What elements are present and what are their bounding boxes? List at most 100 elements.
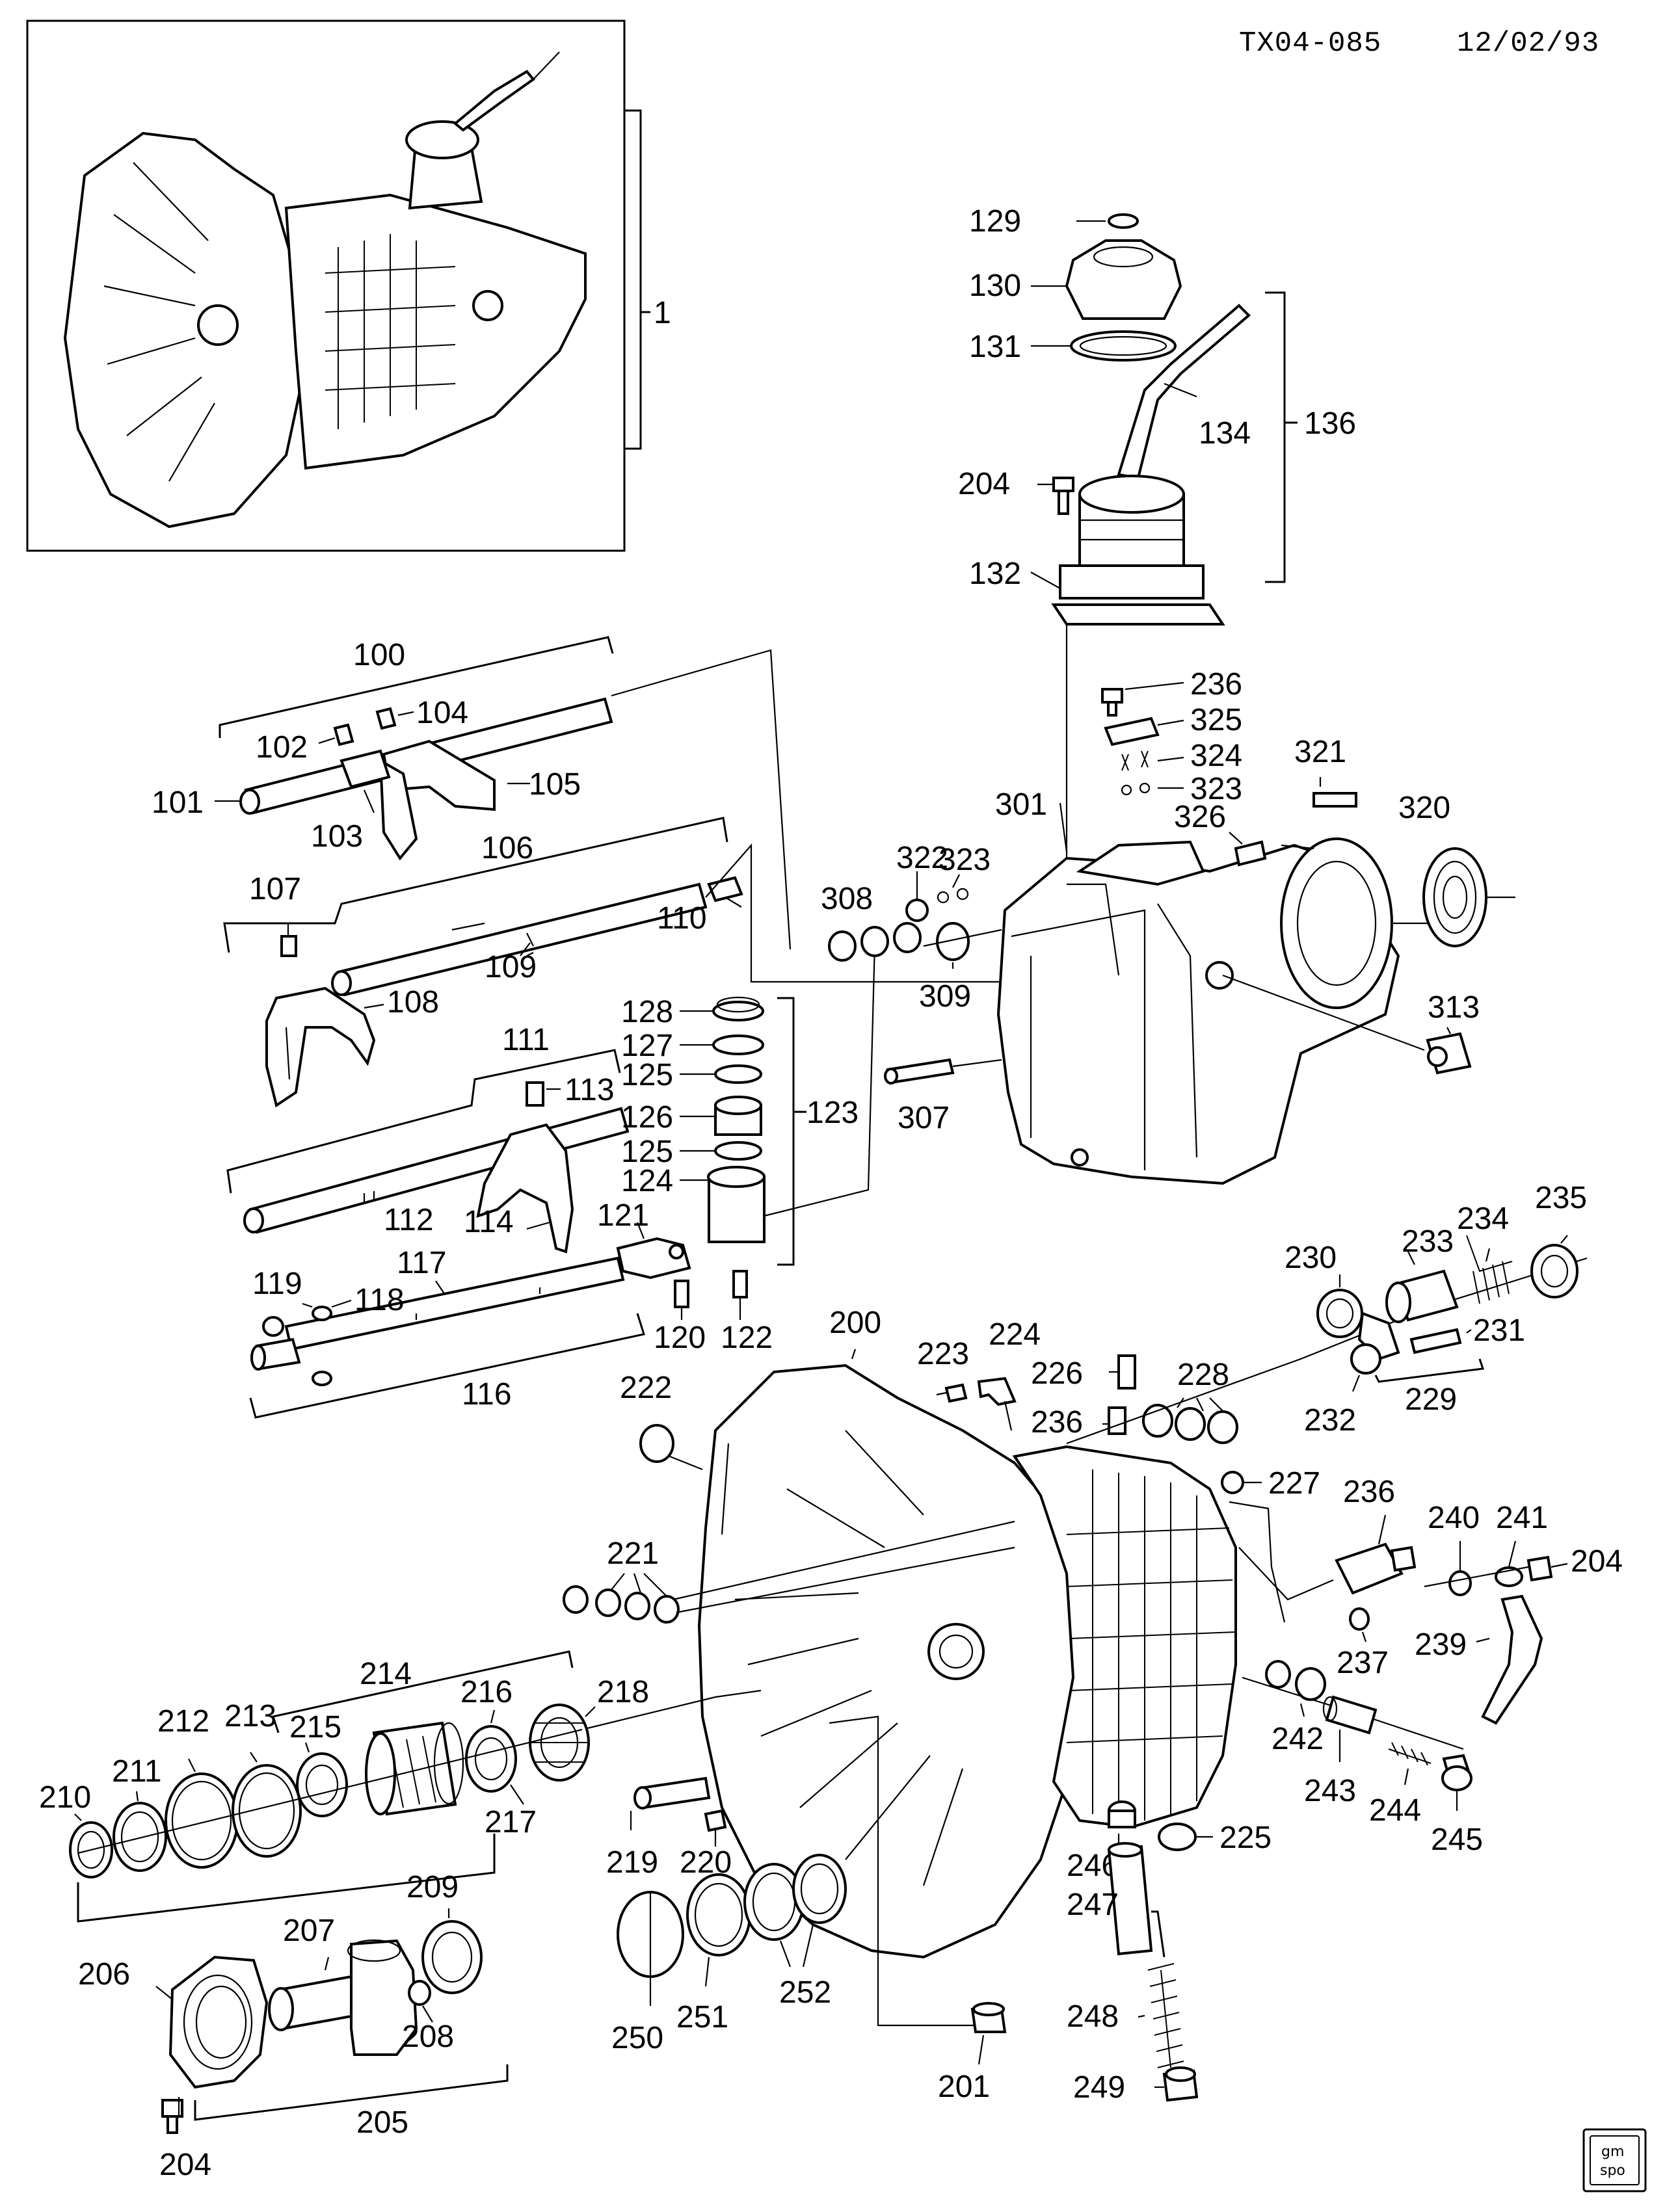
shift-tower-group: 129 130 131 134 132 204 136 — [958, 204, 1356, 858]
logo-line-1: gm — [1601, 2144, 1624, 2160]
callout-307: 307 — [898, 1101, 950, 1135]
callout-208: 208 — [402, 2020, 454, 2054]
callout-308: 308 — [821, 882, 873, 916]
callout-234: 234 — [1457, 1202, 1509, 1236]
callout-117: 117 — [397, 1246, 447, 1280]
callout-124: 124 — [621, 1164, 673, 1198]
callout-320: 320 — [1398, 791, 1450, 825]
callout-225: 225 — [1219, 1821, 1272, 1855]
callout-110: 110 — [657, 901, 707, 936]
callout-309: 309 — [919, 979, 971, 1014]
callout-251: 251 — [676, 2000, 728, 2034]
clutch-housing-200-group: 200 221 222 223 224 226 236 228 — [563, 1306, 1320, 2104]
callout-323b: 323 — [1190, 772, 1242, 806]
callout-222: 222 — [620, 1371, 672, 1405]
callout-104: 104 — [416, 696, 468, 730]
callout-102: 102 — [256, 730, 308, 765]
callout-236a: 236 — [1190, 667, 1242, 702]
callout-219: 219 — [606, 1845, 658, 1880]
callout-209: 209 — [406, 1870, 459, 1904]
callout-125a: 125 — [621, 1058, 673, 1092]
shift-rail-111-group: 111 112 114 113 — [226, 1023, 630, 1254]
callout-244: 244 — [1369, 1793, 1421, 1828]
callout-245: 245 — [1431, 1823, 1483, 1857]
callout-227: 227 — [1268, 1466, 1320, 1501]
callout-116: 116 — [462, 1377, 512, 1412]
callout-221: 221 — [607, 1536, 659, 1571]
main-case-301-group: 301 320 321 326 313 307 308 309 — [821, 667, 1515, 1185]
callout-205: 205 — [356, 2105, 408, 2140]
callout-301: 301 — [995, 787, 1047, 822]
shift-mechanism-229-group: 230 233 234 235 232 231 229 — [1066, 1181, 1588, 1445]
callout-326: 326 — [1174, 800, 1226, 834]
callout-223: 223 — [917, 1337, 969, 1371]
callout-113: 113 — [565, 1073, 615, 1107]
callout-120: 120 — [654, 1321, 706, 1355]
callout-118: 118 — [354, 1283, 405, 1317]
retainer-205-group: 206 207 208 209 205 204 — [77, 1834, 509, 2182]
callout-206: 206 — [78, 1957, 130, 1992]
callout-123: 123 — [806, 1096, 859, 1130]
callout-231: 231 — [1473, 1313, 1525, 1348]
callout-119: 119 — [252, 1267, 302, 1301]
shift-rail-116-group: 117 118 119 121 120 116 — [249, 1198, 706, 1419]
callout-106: 106 — [481, 831, 533, 865]
callout-211: 211 — [112, 1754, 162, 1789]
callout-252: 252 — [779, 1975, 831, 2010]
callout-247: 247 — [1067, 1888, 1119, 1922]
callout-237: 237 — [1337, 1646, 1389, 1680]
callout-136: 136 — [1304, 406, 1356, 441]
callout-242: 242 — [1272, 1722, 1324, 1756]
shift-rail-100-group: 100 101 105 103 102 104 — [152, 636, 792, 950]
callout-215: 215 — [289, 1710, 341, 1745]
callout-218: 218 — [597, 1675, 649, 1709]
callout-122: 122 — [721, 1321, 773, 1355]
callout-207: 207 — [283, 1914, 335, 1948]
callout-109: 109 — [485, 950, 537, 984]
callout-216: 216 — [460, 1675, 513, 1709]
callout-224: 224 — [989, 1317, 1041, 1352]
callout-230: 230 — [1285, 1241, 1337, 1275]
callout-235: 235 — [1535, 1181, 1587, 1215]
gm-spo-logo: gm spo — [1582, 2128, 1647, 2192]
callout-131: 131 — [969, 330, 1021, 364]
callout-112: 112 — [384, 1203, 434, 1237]
callout-204c: 204 — [1571, 1544, 1623, 1579]
callout-107: 107 — [249, 872, 301, 906]
callout-121: 121 — [597, 1198, 649, 1233]
shift-rail-106-group: 106 109 110 108 107 — [223, 817, 1022, 1108]
callout-127: 127 — [621, 1029, 673, 1063]
callout-132: 132 — [969, 557, 1021, 591]
callout-228: 228 — [1177, 1358, 1229, 1392]
callout-243: 243 — [1304, 1774, 1356, 1808]
callout-241: 241 — [1496, 1501, 1548, 1535]
callout-322: 322 — [896, 841, 948, 875]
callout-105: 105 — [529, 767, 581, 802]
callout-236b: 236 — [1031, 1405, 1083, 1440]
logo-line-2: spo — [1600, 2163, 1625, 2179]
callout-232: 232 — [1304, 1403, 1356, 1438]
callout-128: 128 — [621, 995, 673, 1029]
callout-239: 239 — [1415, 1627, 1467, 1662]
callout-111: 111 — [502, 1023, 550, 1057]
callout-125b: 125 — [621, 1135, 673, 1169]
callout-126: 126 — [621, 1100, 673, 1135]
callout-250: 250 — [611, 2021, 663, 2055]
callout-229: 229 — [1405, 1382, 1457, 1417]
callout-210: 210 — [39, 1780, 91, 1815]
callout-114: 114 — [464, 1205, 514, 1239]
callout-108: 108 — [387, 985, 439, 1020]
callout-200: 200 — [829, 1306, 881, 1340]
callout-324: 324 — [1190, 739, 1242, 773]
detent-plunger-group: 242 243 244 245 246 247 248 249 — [1067, 1660, 1483, 2105]
callout-101: 101 — [152, 785, 204, 820]
callout-321: 321 — [1294, 735, 1346, 769]
diagram-date: 12/02/93 — [1457, 27, 1599, 60]
callout-213: 213 — [224, 1699, 276, 1733]
callout-204a: 204 — [958, 467, 1010, 501]
callout-201: 201 — [938, 2070, 990, 2104]
callout-240: 240 — [1428, 1501, 1480, 1535]
callout-1: 1 — [654, 296, 671, 330]
diagram-code: TX04-085 — [1239, 27, 1381, 60]
